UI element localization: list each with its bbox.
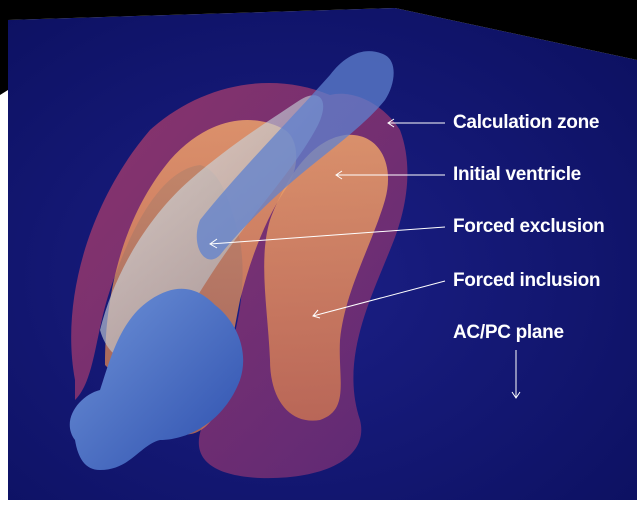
forced-exclusion-label: Forced exclusion [453,216,604,238]
calculation-zone-label: Calculation zone [453,112,599,134]
forced-inclusion-label: Forced inclusion [453,270,600,292]
initial-ventricle-label: Initial ventricle [453,164,581,186]
ac-pc-plane-label: AC/PC plane [453,322,564,344]
